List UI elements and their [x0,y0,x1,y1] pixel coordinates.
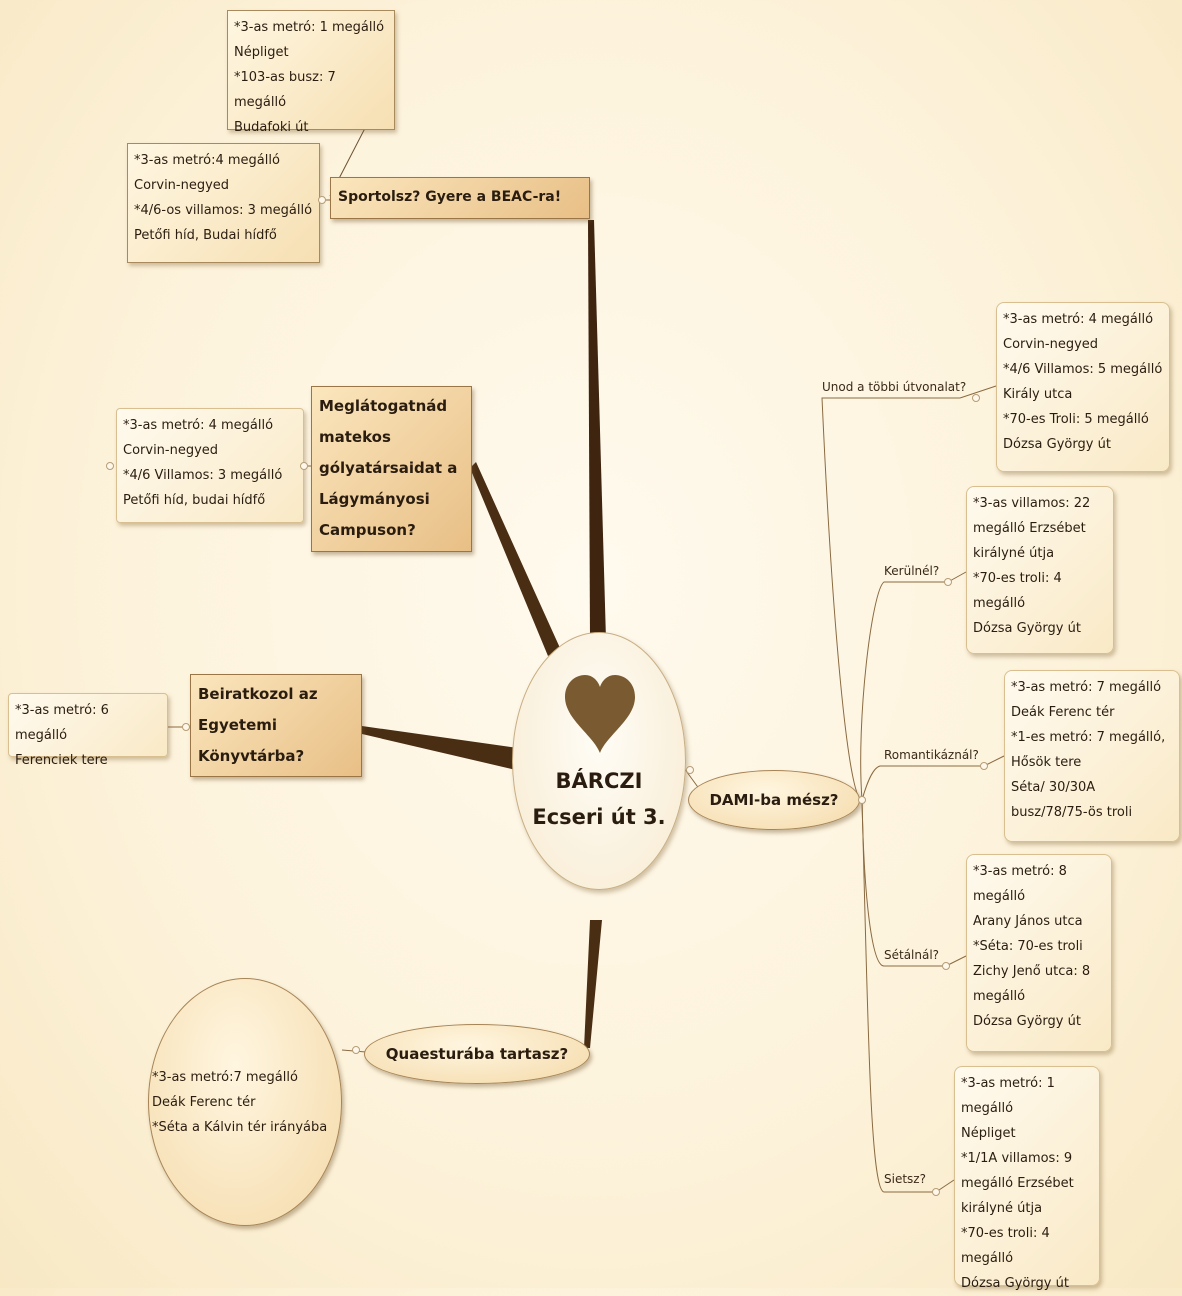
route-box-dami-sietsz[interactable]: *3-as metró: 1 megálló Népliget *1/1A vi… [954,1066,1100,1291]
route-box-dami-kerulnel[interactable]: *3-as villamos: 22 megálló Erzsébet kirá… [966,486,1114,654]
topic-lagymanyos[interactable]: Meglátogatnád matekos gólyatársaidat a L… [311,386,472,552]
collapse-toggle-lagymanyos[interactable] [300,462,308,470]
topic-beac[interactable]: Sportolsz? Gyere a BEAC-ra! [330,177,590,219]
branch-label-unod[interactable]: Unod a többi útvonalat? [822,380,967,394]
route-box-konyvtar[interactable]: *3-as metró: 6 megálló Ferenciek tere [8,693,168,768]
route-box-beac-a[interactable]: *3-as metró: 1 megálló Népliget *103-as … [227,10,395,135]
branch-beac [588,220,606,640]
topic-dami[interactable]: DAMI-ba mész? [688,770,860,830]
route-oval-quaestura[interactable]: *3-as metró:7 megálló Deák Ferenc tér *S… [148,978,342,1226]
collapse-toggle-setalnal[interactable] [942,962,950,970]
heart-icon [565,675,635,753]
center-address: Ecseri út 3. [532,805,666,829]
route-box-dami-unod[interactable]: *3-as metró: 4 megálló Corvin-negyed *4/… [996,302,1170,472]
route-box-beac-b[interactable]: *3-as metró:4 megálló Corvin-negyed *4/6… [127,143,320,263]
collapse-toggle-unod[interactable] [972,394,980,402]
collapse-toggle-kerulnel[interactable] [944,578,952,586]
branch-konyvtar [362,726,518,770]
route-box-dami-setalnal[interactable]: *3-as metró: 8 megálló Arany János utca … [966,854,1112,1052]
collapse-toggle-sietsz[interactable] [932,1188,940,1196]
collapse-toggle-quaestura[interactable] [352,1046,360,1054]
topic-konyvtar[interactable]: Beiratkozol az Egyetemi Könyvtárba? [190,674,362,777]
branch-label-sietsz[interactable]: Sietsz? [884,1172,926,1186]
branch-label-romantika[interactable]: Romantikáznál? [884,748,979,762]
collapse-toggle-dami-left[interactable] [686,766,694,774]
branch-label-kerulnel[interactable]: Kerülnél? [884,564,940,578]
route-box-dami-romantika[interactable]: *3-as metró: 7 megálló Deák Ferenc tér *… [1004,670,1180,842]
collapse-toggle-konyvtar[interactable] [182,723,190,731]
route-text-quaestura: *3-as metró:7 megálló Deák Ferenc tér *S… [152,1069,328,1135]
branch-label-setalnal[interactable]: Sétálnál? [884,948,940,962]
topic-quaestura[interactable]: Quaesturába tartasz? [364,1024,590,1084]
branch-quaestura [584,920,602,1048]
collapse-toggle-dami[interactable] [858,796,866,804]
center-title: BÁRCZI [555,769,643,793]
collapse-toggle-romantika[interactable] [980,762,988,770]
collapse-toggle-beac[interactable] [318,196,326,204]
branch-lagymanyos [470,462,560,656]
collapse-toggle-lagymanyos-left[interactable] [106,462,114,470]
central-node[interactable]: BÁRCZI Ecseri út 3. [512,632,686,890]
route-box-lagymanyos[interactable]: *3-as metró: 4 megálló Corvin-negyed *4/… [116,408,304,523]
